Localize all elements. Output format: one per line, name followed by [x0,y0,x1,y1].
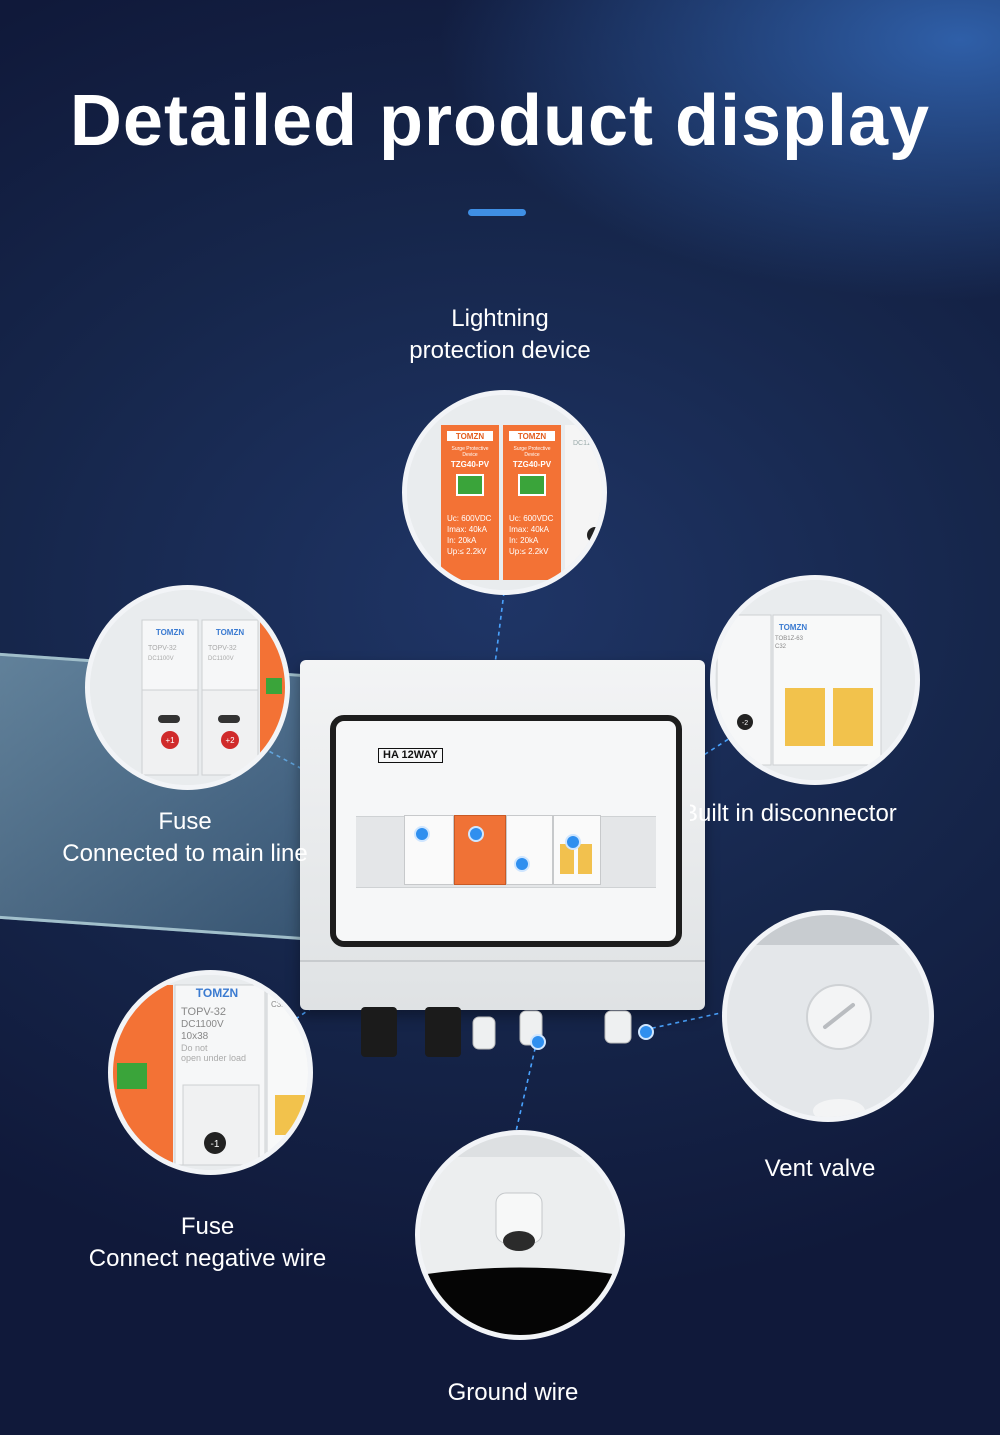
brand-text: TOMZN [518,432,547,441]
label-ground-wire: Ground wire [447,1379,579,1406]
dot-lightning [468,826,484,842]
zoom-disconnector: TOMZN TOB1Z-63 C32 -2 [710,575,920,785]
svg-text:In: 20kA: In: 20kA [447,536,477,545]
svg-text:Surge Protective: Surge Protective [514,446,551,452]
svg-text:DC1100V: DC1100V [573,440,602,447]
svg-text:Device: Device [524,452,540,458]
zoom-fuse-negative: TOMZN TOPV-32 DC1100V 10x38 Do not open … [108,970,313,1175]
svg-text:Device: Device [462,452,478,458]
spd-module [454,815,506,885]
svg-text:DC1100V: DC1100V [148,656,174,662]
svg-text:DC1100V: DC1100V [208,656,234,662]
svg-text:-2: -2 [742,720,748,727]
svg-text:TOB1Z-63: TOB1Z-63 [775,636,804,642]
enclosure-box: HA 12WAY [300,660,705,1010]
zoom-vent-valve [722,910,934,1122]
svg-text:Uc: 600VDC: Uc: 600VDC [447,514,492,523]
svg-text:Imax: 40kA: Imax: 40kA [447,525,488,534]
label-vent-valve: Vent valve [764,1155,876,1182]
zoom-fuse-main-line: TOMZN TOMZN TOPV-32 TOPV-32 DC1100V DC11… [85,585,290,790]
brand-text: TOMZN [216,628,245,637]
svg-text:Do not: Do not [181,1043,208,1053]
dot-disconnector [565,834,581,850]
label-fuse-main-line: Fuse Connected to main line [62,808,308,867]
page-title: Detailed product display [69,81,931,161]
disconnector-module [553,815,601,885]
svg-text:Up:≤ 2.2kV: Up:≤ 2.2kV [509,547,549,556]
fuse-holder-positive [404,815,454,885]
brand-text: TOMZN [456,432,485,441]
svg-text:DC1100V: DC1100V [181,1019,224,1030]
svg-text:open under load: open under load [181,1053,246,1063]
vent-closeup [727,915,929,1117]
svg-text:Up:≤ 2.2kV: Up:≤ 2.2kV [447,547,487,556]
spd-model: TZG40-PV [451,460,490,469]
label-disconnector: Built in disconnector [690,800,897,827]
svg-text:Surge Protective: Surge Protective [452,446,489,452]
dot-ground [530,1034,546,1050]
brand-text: TOMZN [156,628,185,637]
svg-text:+1: +1 [165,736,175,745]
svg-text:Uc: 600VDC: Uc: 600VDC [509,514,554,523]
svg-text:TOPV-32: TOPV-32 [181,1006,226,1018]
brand-text: TOMZN [196,986,238,1000]
zoom-lightning-protection: TOMZN TOMZN Surge Protective Surge Prote… [402,390,607,595]
fuse-closeup-negative: TOMZN TOPV-32 DC1100V 10x38 Do not open … [113,975,308,1170]
svg-text:+2: +2 [225,736,235,745]
svg-text:10x38: 10x38 [181,1031,209,1042]
svg-text:TOPV-32: TOPV-32 [208,645,237,652]
brand-text: TOMZN [779,623,808,632]
spd-closeup: TOMZN TOMZN Surge Protective Surge Prote… [407,395,602,590]
svg-text:In: 20kA: In: 20kA [509,536,539,545]
svg-text:C32: C32 [271,1000,286,1009]
svg-text:C32: C32 [775,644,787,650]
fuse-holder-negative [506,815,553,885]
svg-text:Imax: 40kA: Imax: 40kA [509,525,550,534]
zoom-ground-wire [415,1130,625,1340]
svg-text:TOPV-32: TOPV-32 [148,645,177,652]
fuse-closeup-positive: TOMZN TOMZN TOPV-32 TOPV-32 DC1100V DC11… [90,590,285,785]
cable-glands [361,1007,632,1057]
ground-gland-closeup [420,1135,620,1335]
spd-model: TZG40-PV [513,460,552,469]
dot-vent [638,1024,654,1040]
title-accent-bar [468,209,526,216]
box-model-label: HA 12WAY [378,748,443,763]
label-fuse-negative: Fuse Connect negative wire [88,1213,327,1272]
label-lightning: Lightning protection device [409,305,591,364]
svg-text:-1: -1 [211,1139,220,1150]
dot-negative-fuse [514,856,530,872]
dot-main-fuse [414,826,430,842]
disconnector-closeup: TOMZN TOB1Z-63 C32 -2 [715,580,915,780]
